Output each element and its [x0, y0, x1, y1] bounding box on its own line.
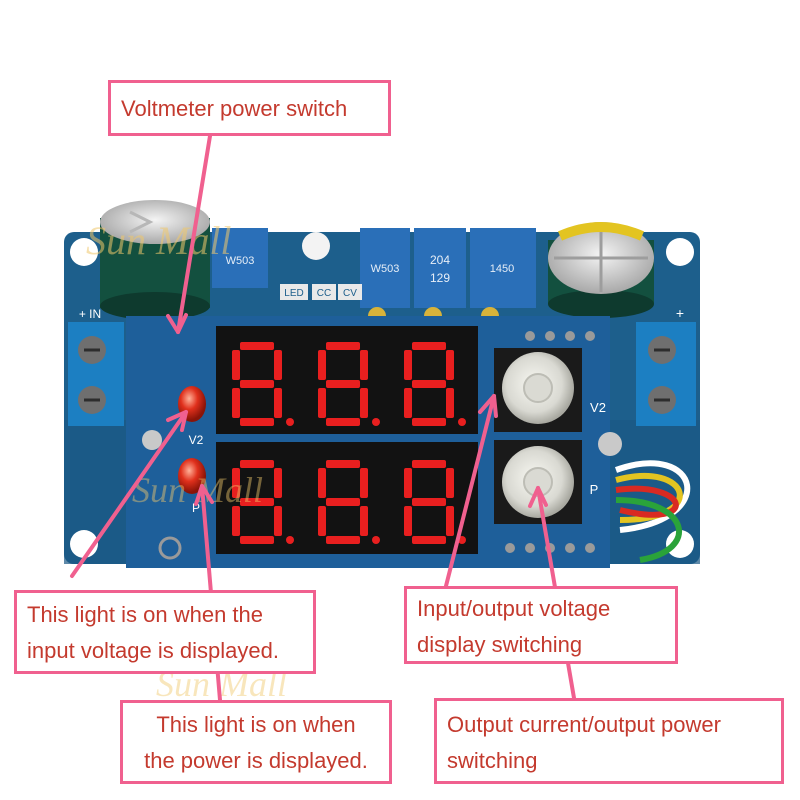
voltage-switch-button: V2	[494, 348, 606, 432]
callout-voltmeter-switch: Voltmeter power switch	[108, 80, 391, 136]
capacitor-right	[548, 222, 654, 318]
callout-voltage-switch-line1: Input/output voltage	[417, 596, 611, 621]
callout-input-light-line1: This light is on when the	[27, 602, 264, 627]
indicator-cv-label: CV	[343, 288, 357, 299]
callout-power-light: This light is on when the power is displ…	[120, 700, 392, 784]
indicator-cc-label: CC	[317, 288, 331, 299]
callout-voltage-switch-line2: display switching	[417, 632, 583, 657]
callout-current-switch-line2: switching	[447, 748, 538, 773]
wire-bundle	[614, 460, 691, 563]
callout-input-light: This light is on when the input voltage …	[14, 590, 316, 674]
pot-label-2: 204	[430, 253, 450, 267]
callout-current-switch-line1: Output current/output power	[447, 712, 721, 737]
indicator-row: LED CC CV	[280, 232, 362, 300]
header-pins	[505, 331, 595, 553]
trim-pots: W503 204 129 W503 1450	[212, 228, 536, 325]
capacitor-left	[100, 200, 210, 320]
power-led: P	[178, 458, 206, 515]
callout-input-light-line2: input voltage is displayed.	[27, 638, 279, 663]
led-v2-label: V2	[189, 433, 204, 447]
led-p-label: P	[192, 501, 200, 515]
output-terminal-label: +	[676, 305, 684, 321]
callout-current-switch: Output current/output power switching	[434, 698, 784, 784]
pot-label-3: 129	[430, 271, 450, 285]
input-terminal-label: + IN	[79, 307, 101, 321]
button-p-label: P	[590, 482, 599, 497]
callout-power-light-line2: the power is displayed.	[144, 748, 368, 773]
pot-label-4: W503	[371, 263, 400, 275]
pot-label-1: W503	[226, 255, 255, 267]
callout-voltage-switch: Input/output voltage display switching	[404, 586, 678, 664]
callout-power-light-line1: This light is on when	[156, 712, 356, 737]
current-switch-button: P	[494, 440, 598, 524]
watermark-top: Sun Mall	[86, 218, 232, 263]
input-terminal: + IN	[68, 307, 124, 426]
button-v2-label: V2	[590, 400, 606, 415]
pot-label-5: 1450	[490, 263, 514, 275]
callout-voltmeter-switch-text: Voltmeter power switch	[121, 96, 348, 121]
output-terminal: +	[636, 305, 696, 426]
indicator-led-label: LED	[284, 288, 303, 299]
